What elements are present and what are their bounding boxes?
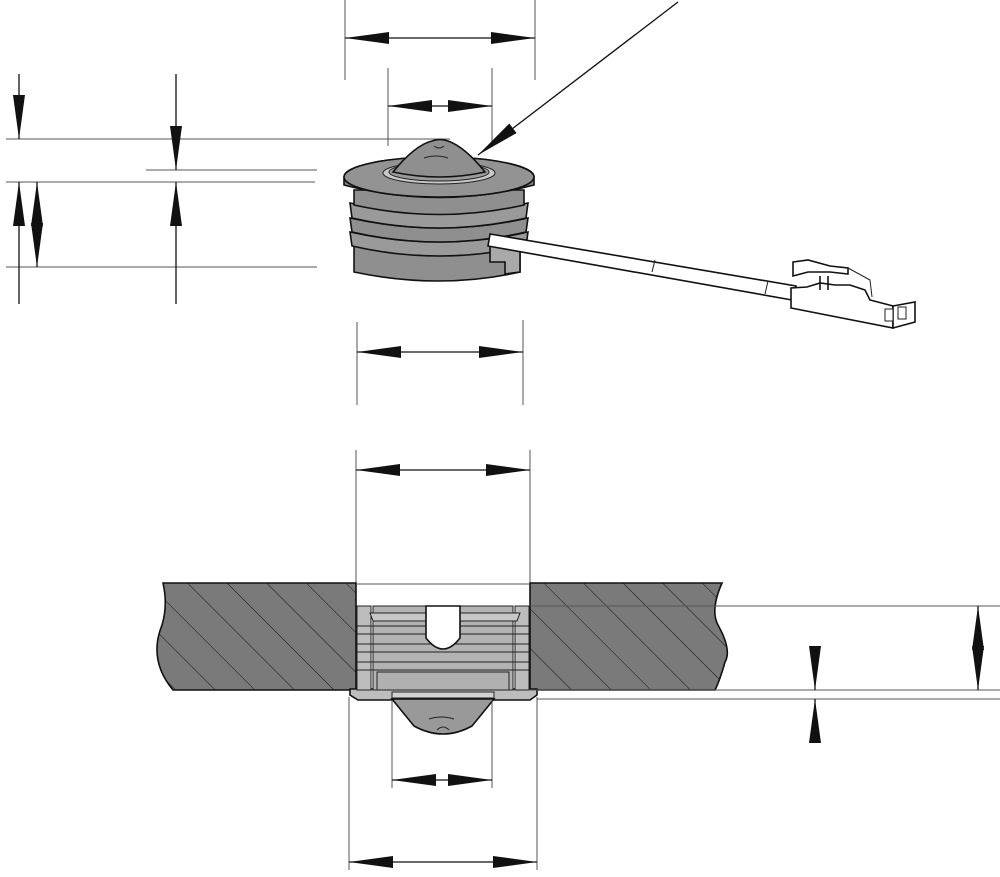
housing-section [349, 605, 538, 735]
connector-plug [790, 259, 916, 330]
cable [487, 233, 798, 301]
dimension-heights-left [6, 74, 450, 304]
sensor-housing [343, 138, 535, 282]
dimension-dome-diameter [387, 68, 493, 146]
dimension-hole-diameter [355, 450, 531, 585]
section-view [156, 450, 1000, 870]
panel-left [156, 582, 357, 691]
dimension-flange-diameter-section [348, 697, 538, 870]
dimension-body-diameter [356, 320, 524, 405]
leader-arrow [477, 1, 679, 156]
dimension-flange-diameter [344, 0, 536, 80]
dimension-dome-diameter-section [391, 700, 493, 788]
perspective-view [6, 0, 916, 405]
dimension-panel-thickness [530, 605, 1000, 700]
panel-right [529, 582, 729, 691]
